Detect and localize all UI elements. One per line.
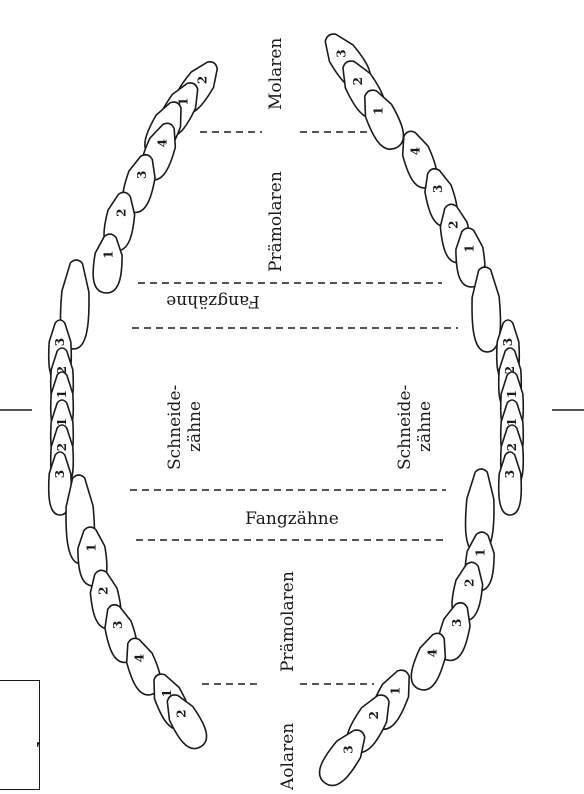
upper-left-premolar-1-number: 1	[102, 250, 116, 258]
upper-right-molar-3-number: 3	[334, 49, 348, 57]
label-zaehne-right: zähne	[415, 401, 435, 452]
lower-right-premolar-1-number: 1	[474, 548, 488, 556]
label-fangzaehne-top: Fangzähne	[166, 291, 260, 311]
lower-left-premolar-3-number: 3	[111, 621, 125, 629]
label-praemolaren-bottom: Prämolaren	[278, 571, 298, 672]
upper-incisor-3-number: 1	[55, 390, 69, 398]
lower-left-premolar-1-number: 1	[84, 543, 98, 551]
upper-left-molar-1-number: 2	[195, 76, 209, 84]
upper-right-premolar-3-number: 3	[431, 185, 445, 193]
lower-incisor-1-number: 3	[501, 338, 515, 346]
upper-left-premolar-2-number: 2	[114, 208, 128, 216]
title-box: skarte	[0, 680, 40, 790]
lower-incisor-3-number: 1	[505, 390, 519, 398]
upper-right-premolar-1-number: 1	[462, 244, 476, 252]
lower-right-molar-1-number: 1	[388, 687, 402, 695]
lower-left-premolar-4-number: 4	[132, 654, 146, 662]
upper-right-premolar-4-number: 4	[408, 147, 422, 155]
lower-left-premolar-2-number: 2	[97, 586, 111, 594]
upper-right-molar-1-number: 1	[372, 107, 386, 115]
lower-right-molar-3-number: 3	[342, 745, 356, 753]
upper-incisor-5-number: 2	[55, 443, 69, 451]
upper-left-premolar-3-number: 3	[135, 171, 149, 179]
label-molaren-bottom: Aolaren	[278, 723, 298, 790]
lower-right-premolar-3-number: 3	[450, 619, 464, 627]
upper-incisor-6-number: 3	[53, 470, 67, 478]
lower-incisor-5-number: 2	[505, 443, 519, 451]
label-schneide-right: Schneide-	[395, 385, 415, 470]
upper-right-premolar-2-number: 2	[447, 220, 461, 228]
label-zaehne-left: zähne	[185, 401, 205, 452]
label-praemolaren-top: Prämolaren	[266, 171, 286, 272]
label-fangzaehne-bottom: Fangzähne	[245, 509, 339, 529]
label-schneide-left: Schneide-	[165, 385, 185, 470]
upper-right-molar-2-number: 2	[351, 77, 365, 85]
lower-right-premolar-2-number: 2	[462, 578, 476, 586]
upper-incisor-1-number: 3	[53, 338, 67, 346]
lower-right-molar-2-number: 2	[367, 711, 381, 719]
upper-left-premolar-4-number: 4	[156, 139, 170, 147]
label-molaren-top: Molaren	[266, 38, 286, 110]
lower-incisor-6-number: 3	[503, 470, 517, 478]
lower-left-molar-2-number: 2	[174, 709, 188, 717]
lower-right-premolar-4-number: 4	[426, 649, 440, 657]
chart-title: skarte	[34, 680, 40, 761]
